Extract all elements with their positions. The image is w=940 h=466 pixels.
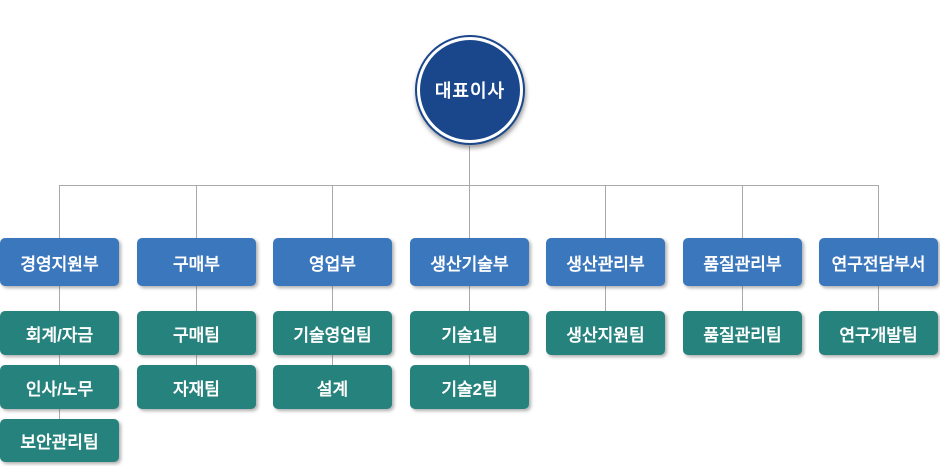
team-node: 설계	[273, 365, 392, 409]
dept-label: 구매부	[173, 254, 220, 274]
connector-drop	[469, 185, 470, 238]
connector-dept-team	[742, 286, 743, 311]
connector-drop	[605, 185, 606, 238]
team-label: 기술1팀	[441, 325, 498, 345]
team-label: 자재팀	[173, 379, 220, 399]
dept-node: 경영지원부	[0, 238, 119, 286]
connector-team-team	[59, 355, 60, 365]
ceo-label: 대표이사	[434, 81, 506, 101]
connector-dept-team	[196, 286, 197, 311]
team-node: 기술2팀	[410, 365, 529, 409]
dept-node: 생산기술부	[410, 238, 529, 286]
connector-drop	[332, 185, 333, 238]
team-label: 생산지원팀	[566, 325, 645, 345]
connector-team-team	[196, 355, 197, 365]
dept-node: 품질관리부	[683, 238, 802, 286]
dept-label: 품질관리부	[703, 254, 782, 274]
dept-node: 생산관리부	[546, 238, 665, 286]
dept-label: 생산기술부	[430, 254, 509, 274]
team-node: 기술영업팀	[273, 311, 392, 355]
dept-label: 연구전담부서	[831, 254, 926, 274]
team-node: 생산지원팀	[546, 311, 665, 355]
team-label: 보안관리팀	[20, 433, 99, 452]
connector-dept-team	[59, 286, 60, 311]
team-node: 보안관리팀	[0, 419, 119, 462]
connector-drop	[742, 185, 743, 238]
team-node: 품질관리팀	[683, 311, 802, 355]
connector-team-team	[332, 355, 333, 365]
team-label: 품질관리팀	[703, 325, 782, 345]
team-label: 회계/자금	[25, 325, 94, 345]
connector-drop	[59, 185, 60, 238]
team-node: 연구개발팀	[819, 311, 938, 355]
ceo-node: 대표이사	[420, 40, 520, 140]
connector-dept-team	[878, 286, 879, 311]
team-node: 자재팀	[137, 365, 256, 409]
connector-drop	[878, 185, 879, 238]
dept-label: 생산관리부	[566, 254, 645, 274]
connector-team-team	[469, 355, 470, 365]
team-label: 인사/노무	[25, 379, 94, 399]
team-node: 회계/자금	[0, 311, 119, 355]
team-node: 기술1팀	[410, 311, 529, 355]
team-label: 연구개발팀	[839, 325, 918, 345]
team-label: 기술2팀	[441, 379, 498, 399]
team-node: 인사/노무	[0, 365, 119, 409]
connector-root-stem	[469, 146, 470, 185]
connector-dept-team	[469, 286, 470, 311]
dept-node: 연구전담부서	[819, 238, 938, 286]
dept-label: 영업부	[309, 254, 356, 274]
connector-team-team	[59, 409, 60, 419]
team-label: 기술영업팀	[293, 325, 372, 345]
ceo-node-ring: 대표이사	[415, 35, 525, 145]
dept-node: 구매부	[137, 238, 256, 286]
connector-dept-team	[332, 286, 333, 311]
dept-label: 경영지원부	[20, 254, 99, 274]
dept-node: 영업부	[273, 238, 392, 286]
connector-dept-team	[605, 286, 606, 311]
team-node: 구매팀	[137, 311, 256, 355]
connector-drop	[196, 185, 197, 238]
team-label: 구매팀	[173, 325, 220, 345]
team-label: 설계	[316, 379, 349, 399]
